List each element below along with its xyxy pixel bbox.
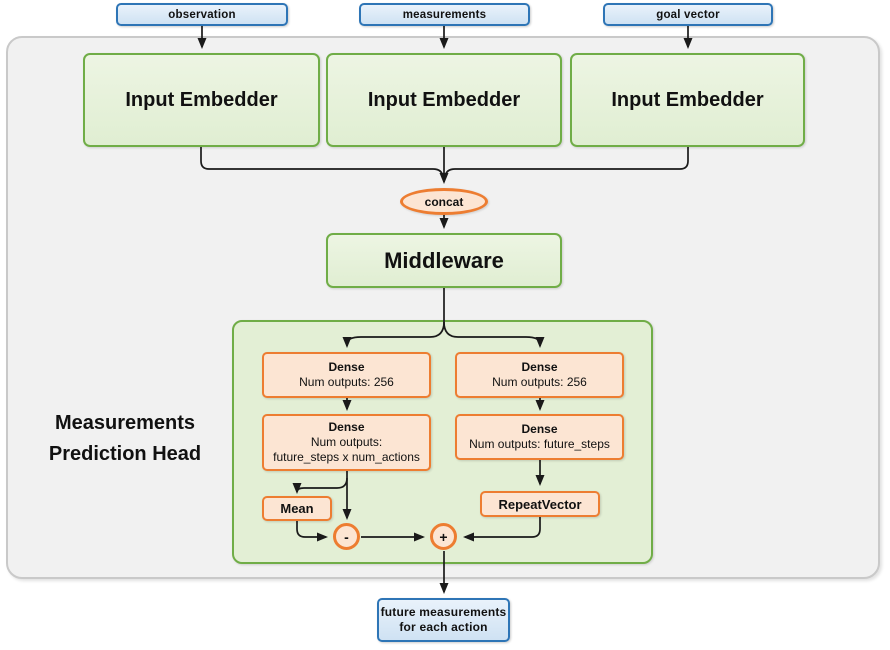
dense-title: Dense — [328, 420, 365, 434]
dense-subtitle: Num outputs: future_steps — [469, 437, 610, 451]
repeat-vector-label: RepeatVector — [498, 496, 582, 512]
input-embedder-measurements: Input Embedder — [326, 53, 562, 147]
dense-subtitle-2: future_steps x num_actions — [273, 450, 420, 464]
input-embedder-label: Input Embedder — [367, 88, 521, 111]
middleware-label: Middleware — [384, 247, 504, 273]
mean-node: Mean — [262, 496, 332, 521]
dense-left-2: Dense Num outputs: future_steps x num_ac… — [262, 414, 431, 471]
input-node-measurements: measurements — [359, 3, 530, 26]
subtract-op-label: - — [344, 528, 349, 545]
dense-title: Dense — [521, 360, 558, 374]
input-node-observation: observation — [116, 3, 288, 26]
subtract-op-node: - — [333, 523, 360, 550]
dense-right-2: Dense Num outputs: future_steps — [455, 414, 624, 460]
input-node-observation-label: observation — [168, 8, 236, 21]
input-node-goal-vector: goal vector — [603, 3, 773, 26]
output-line-2: for each action — [399, 620, 488, 634]
output-line-1: future measurements — [380, 605, 507, 619]
add-op-node: + — [430, 523, 457, 550]
middleware-node: Middleware — [326, 233, 562, 288]
dense-subtitle: Num outputs: 256 — [299, 375, 394, 389]
concat-label: concat — [424, 194, 464, 209]
input-embedder-goal-vector: Input Embedder — [570, 53, 805, 147]
dense-subtitle: Num outputs: — [310, 435, 383, 449]
input-node-measurements-label: measurements — [402, 8, 487, 21]
dense-title: Dense — [328, 360, 365, 374]
input-embedder-label: Input Embedder — [611, 88, 764, 111]
input-embedder-observation: Input Embedder — [83, 53, 320, 147]
dense-left-1: Dense Num outputs: 256 — [262, 352, 431, 398]
dense-title: Dense — [521, 422, 558, 436]
output-node-future-measurements: future measurements for each action — [377, 598, 510, 642]
dense-right-1: Dense Num outputs: 256 — [455, 352, 624, 398]
input-node-goal-vector-label: goal vector — [656, 8, 720, 21]
dense-subtitle: Num outputs: 256 — [492, 375, 587, 389]
measurements-prediction-head-title: Measurements Prediction Head — [48, 412, 202, 465]
repeat-vector-node: RepeatVector — [480, 491, 600, 517]
add-op-label: + — [439, 528, 448, 545]
concat-node: concat — [400, 188, 488, 215]
mean-label: Mean — [280, 501, 314, 516]
input-embedder-label: Input Embedder — [125, 88, 278, 111]
